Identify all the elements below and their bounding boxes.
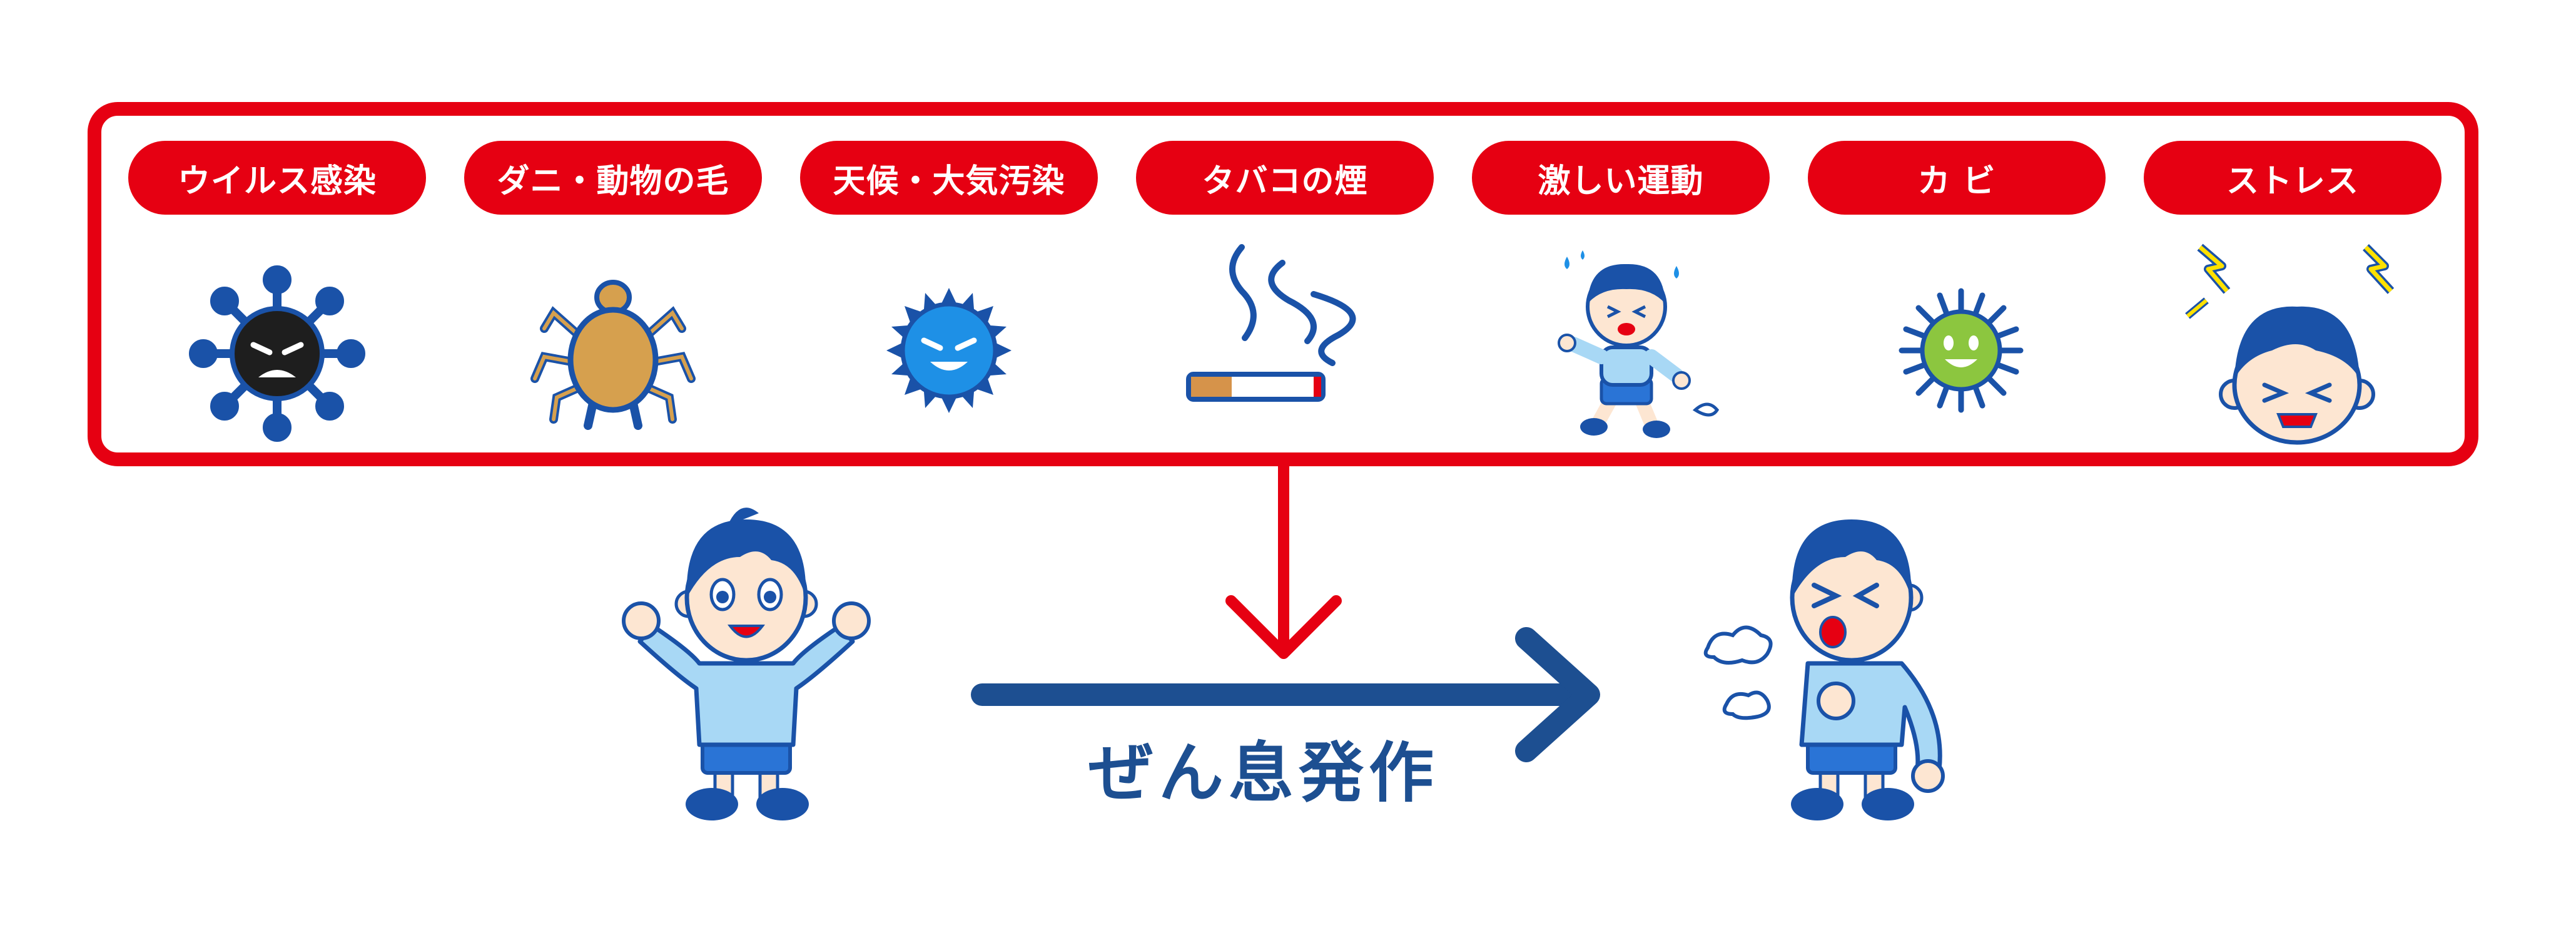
triggers-frame [88, 102, 2478, 466]
asthma-attack-label: ぜん息発作 [1088, 735, 1439, 811]
trigger-down-arrow [1225, 466, 1342, 659]
trigger-label-exercise: 激しい運動 [1472, 141, 1770, 215]
trigger-label-stress: ストレス [2144, 141, 2442, 215]
cigarette-smoke-icon [1186, 244, 1356, 402]
trigger-label-weather: 天候・大気汚染 [800, 141, 1098, 215]
trigger-label-smoke: タバコの煙 [1136, 141, 1434, 215]
pollution-germ-icon [886, 288, 1012, 413]
dust-mite-icon [530, 280, 696, 430]
running-boy-icon [1558, 250, 1720, 438]
mold-icon [1899, 288, 2024, 413]
healthy-boy-illustration [622, 508, 871, 820]
trigger-label-virus: ウイルス感染 [128, 141, 426, 215]
virus-icon [189, 265, 365, 442]
trigger-label-mold: カ ビ [1808, 141, 2106, 215]
coughing-boy-illustration [1703, 519, 1945, 820]
trigger-label-mites: ダニ・動物の毛 [464, 141, 762, 215]
progression-arrow [971, 627, 1600, 762]
stressed-boy-icon [2185, 243, 2395, 445]
